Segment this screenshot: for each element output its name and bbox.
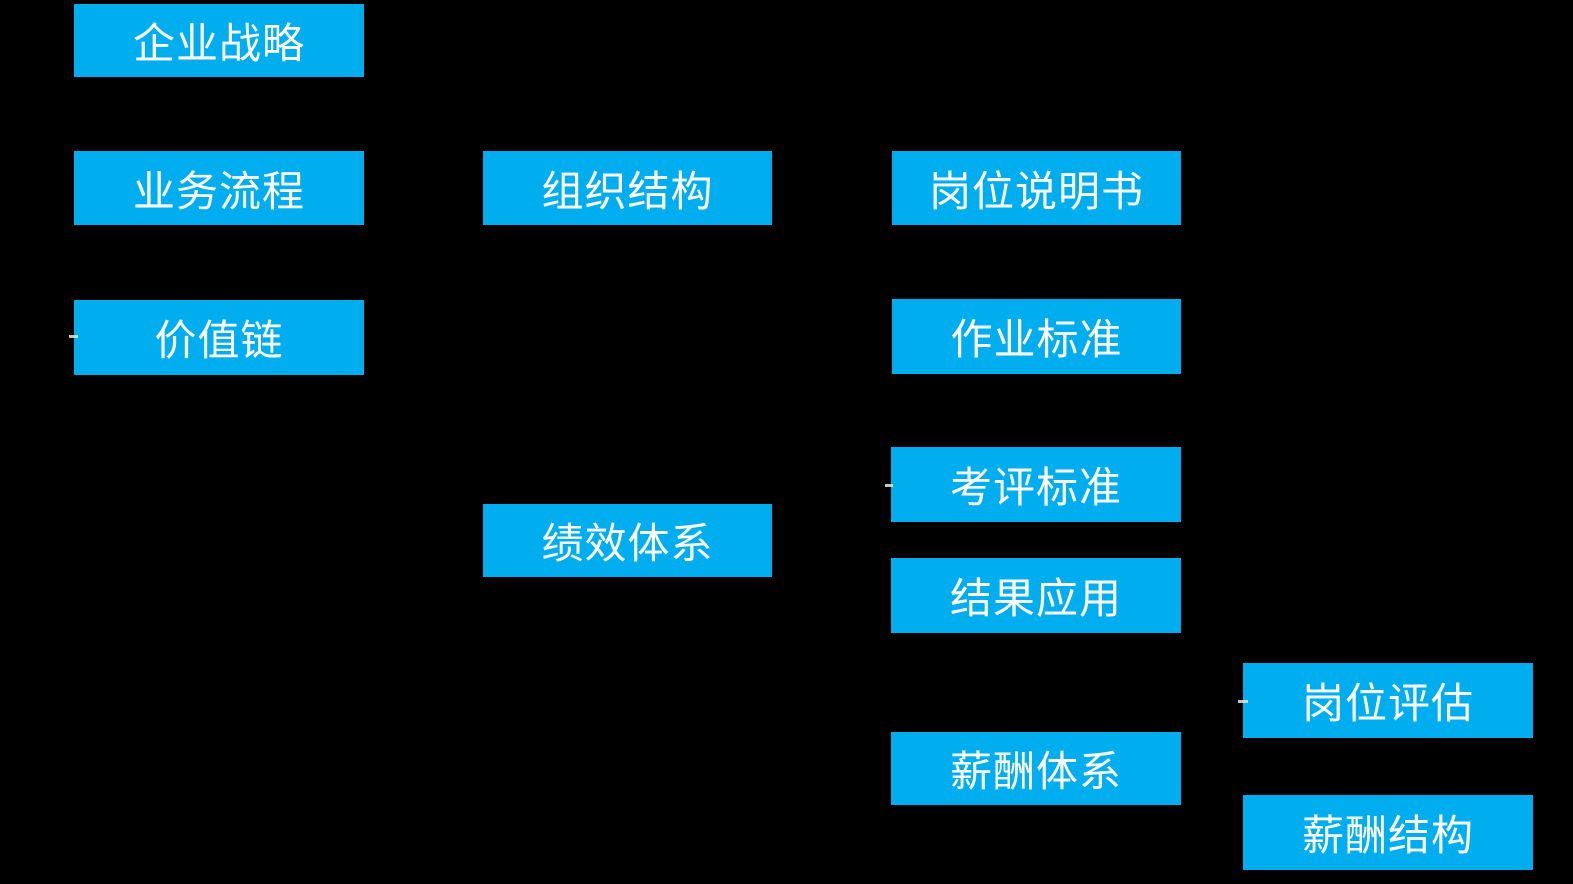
connector-stub xyxy=(885,484,893,487)
diagram-node-zuoye-biaozhun: 作业标准 xyxy=(892,299,1181,374)
diagram-node-yewu-liucheng: 业务流程 xyxy=(74,151,364,225)
connector-stub xyxy=(69,335,78,338)
diagram-node-jieguo-yingyong: 结果应用 xyxy=(891,558,1181,633)
diagram-node-jiazhi-lian: 价值链 xyxy=(74,300,364,375)
diagram-node-xinchou-tixi: 薪酬体系 xyxy=(891,732,1181,805)
diagram-node-qiye-zhanlue: 企业战略 xyxy=(74,4,364,77)
connector-stub xyxy=(1238,700,1248,703)
diagram-node-kaoping-biaozhun: 考评标准 xyxy=(891,447,1181,522)
diagram-node-gangwei-pinggu: 岗位评估 xyxy=(1243,663,1533,738)
diagram-node-xinchou-jiegou: 薪酬结构 xyxy=(1243,795,1533,870)
diagram-node-zuzhi-jiegou: 组织结构 xyxy=(483,151,772,225)
diagram-node-gangwei-shuomingshu: 岗位说明书 xyxy=(892,151,1181,225)
diagram-node-jixiao-tixi: 绩效体系 xyxy=(483,504,772,577)
